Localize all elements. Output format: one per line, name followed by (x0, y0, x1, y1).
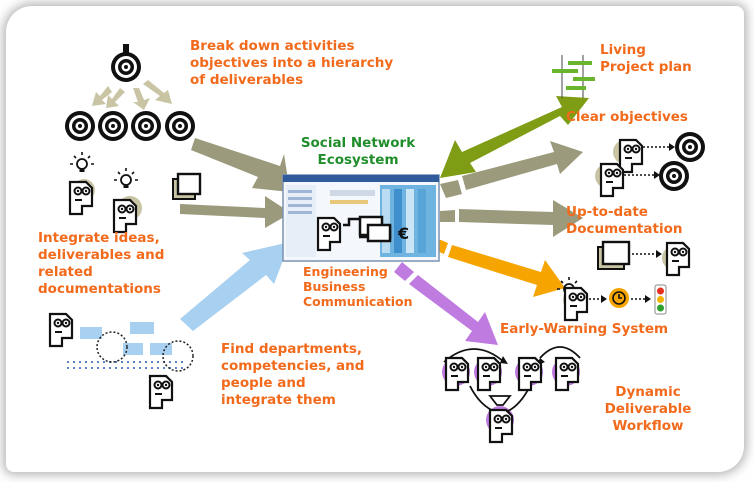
ecosystem-screen (282, 174, 440, 262)
target-icon (675, 132, 705, 162)
workflow-group (442, 346, 581, 444)
person-icon (563, 286, 589, 322)
euro-symbol: € (398, 224, 410, 243)
person-icon (68, 180, 94, 216)
label-breakdown: Break down activities objectives into a … (190, 38, 394, 88)
person-icon (112, 198, 138, 234)
document-icon (176, 172, 202, 196)
ecosystem-process-icon (316, 215, 392, 252)
documentation-group (597, 240, 691, 277)
person-icon (444, 356, 470, 392)
person-icon (665, 241, 691, 277)
funnel-icon (488, 395, 512, 406)
target-icon (98, 111, 128, 141)
ideas-group (68, 151, 202, 234)
label-living-plan: Living Project plan (600, 42, 692, 75)
label-early-warning: Early-Warning System (500, 321, 669, 337)
departments-group (48, 312, 194, 410)
arrow-center-to-early-warning (432, 238, 565, 297)
arrow-center-to-objectives (440, 141, 583, 198)
target-icon (165, 111, 195, 141)
target-hierarchy (65, 44, 195, 141)
person-icon (618, 138, 644, 174)
early-warning-group (556, 276, 667, 322)
person-icon (476, 356, 502, 392)
target-icon (65, 111, 95, 141)
document-icon (601, 240, 631, 266)
target-icon (111, 52, 141, 82)
center-title: Social Network Ecosystem (300, 135, 416, 168)
person-icon (148, 374, 174, 410)
label-workflow: Dynamic Deliverable Workflow (604, 384, 692, 434)
lightbulb-icon (113, 167, 139, 189)
arrow-departments-to-center (180, 242, 290, 331)
target-icon (131, 111, 161, 141)
objectives-group (595, 132, 705, 198)
arrow-center-to-documentation (440, 200, 583, 237)
person-icon (48, 312, 74, 348)
arrow-breakdown-to-center (191, 138, 290, 192)
center-subtitle: Engineering Business Communication (303, 264, 413, 309)
arrow-integrate-to-center (180, 196, 291, 228)
arrow-center-to-workflow (394, 262, 498, 345)
label-integrate: Integrate ideas, deliverables and relate… (38, 230, 165, 297)
gantt-plan-icon (552, 55, 595, 98)
lightbulb-icon (69, 151, 95, 173)
label-departments: Find departments, competencies, and peop… (221, 341, 365, 408)
target-icon (659, 161, 689, 191)
label-documentation: Up-to-date Documentation (566, 204, 683, 237)
label-clear-objectives: Clear objectives (566, 109, 688, 125)
person-icon (517, 356, 543, 392)
person-icon (599, 162, 625, 198)
person-icon (554, 356, 580, 392)
person-icon (488, 408, 514, 444)
arrow-center-to-plan (440, 96, 589, 178)
